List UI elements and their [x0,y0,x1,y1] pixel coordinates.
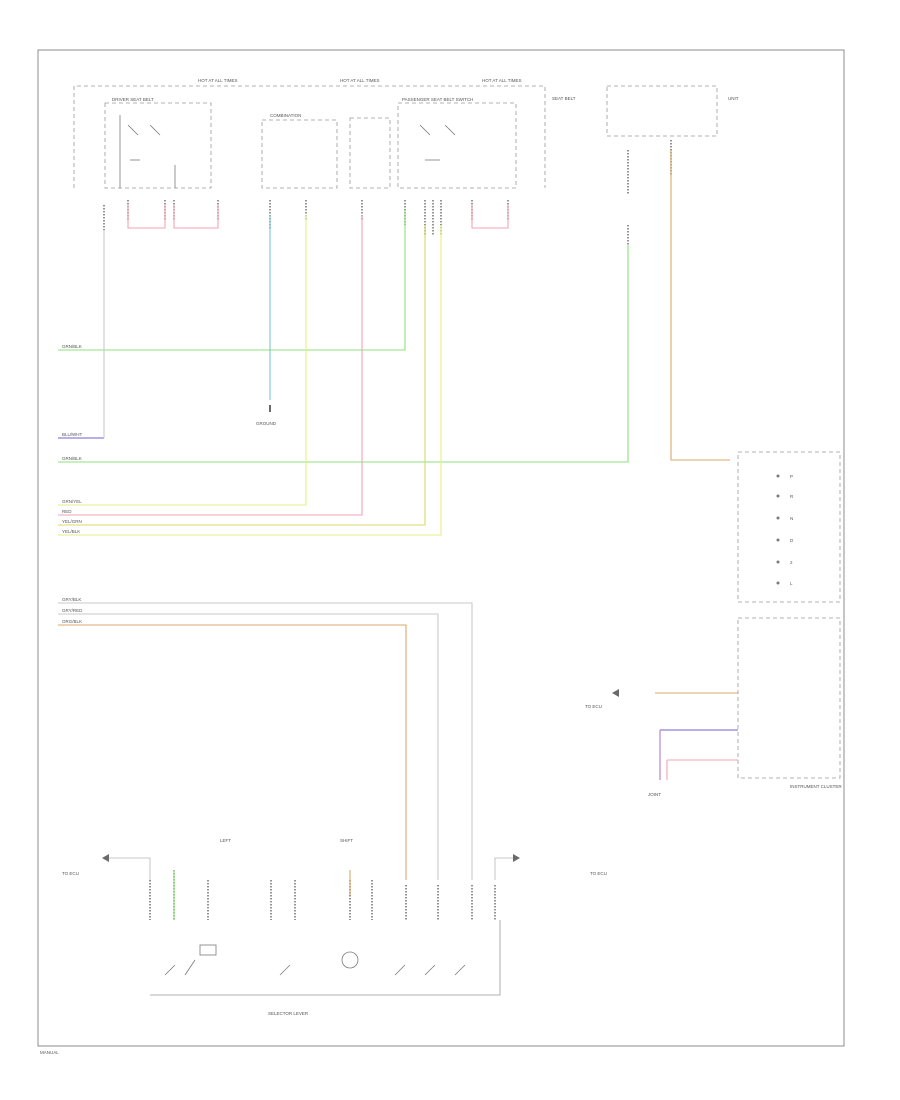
wire-tags-left: GRN/BLK BLU/WHT GRN/BLK GRN/YEL RED YEL/… [62,344,83,534]
wire-yellow-2 [58,225,426,526]
wire-yellow-3 [58,225,442,536]
selector-top-label: LEFT [220,838,231,843]
driver-seatbelt-label: DRIVER SEAT BELT [112,97,154,102]
top-bus-left [73,85,546,188]
bottom-connectors [149,870,496,920]
combination-box [261,119,338,189]
fuse-label-1: HOT AT ALL TIMES [198,78,238,83]
right-top-unit [606,85,718,137]
wire-ref-left [109,857,151,880]
meter-indicators: P R N D 2 L [790,474,794,586]
red-wires-top [127,205,509,229]
wire-green-1 [58,210,406,351]
arrow-icon [102,854,520,862]
wire-orange-meter [670,150,730,461]
ground-label: GROUND [256,421,277,426]
arrow-icon [612,689,619,697]
wire-orange-2 [58,624,407,880]
switch-icon [164,944,466,976]
selector-base [150,920,501,996]
top-connectors [103,140,672,245]
svg-text:GRY/RED: GRY/RED [62,608,83,613]
combination-label: COMBINATION [270,113,301,118]
bottom-right-ref: TO ECU [590,871,607,876]
svg-text:GRY/BLK: GRY/BLK [62,597,81,602]
footer-text: MANUAL [40,1050,59,1055]
wire-red-main [58,215,363,516]
fuse-label-2: HOT AT ALL TIMES [340,78,380,83]
seatbelt-note: SEAT BELT [552,96,576,101]
passenger-seatbelt-box [397,102,517,189]
svg-text:ORG/BLK: ORG/BLK [62,619,82,624]
meter-ref-1: TO ECU [585,704,602,709]
wire-yellow-1 [58,215,307,506]
meter-label: INSTRUMENT CLUSTER [790,784,842,789]
selector-mid-label: SHIFT [340,838,353,843]
svg-text:GRN/BLK: GRN/BLK [62,344,82,349]
switch-icon [119,115,176,188]
wire-gray-1 [58,602,473,880]
svg-text:BLU/WHT: BLU/WHT [62,432,83,437]
wire-tags-middle: GRY/BLK GRY/RED ORG/BLK [62,597,83,624]
svg-text:D: D [790,538,794,543]
driver-seatbelt-box [104,102,212,189]
svg-text:L: L [790,581,793,586]
meter-box-lower [737,617,841,779]
wire-green-2 [58,245,629,463]
fuse-label-3: HOT AT ALL TIMES [482,78,522,83]
right-top-unit-text: UNIT [728,96,739,101]
meter-ref-2: JOINT [648,792,661,797]
center-block [349,117,391,189]
selector-label: SELECTOR LEVER [268,1011,309,1016]
svg-text:GRN/YEL: GRN/YEL [62,499,82,504]
bottom-left-ref: TO ECU [62,871,79,876]
switch-icon [419,124,456,161]
meter-leds [776,474,780,585]
svg-text:R: R [790,494,794,499]
meter-box [737,451,841,603]
passenger-seatbelt-label: PASSENGER SEAT BELT SWITCH [402,97,473,102]
diagram-border [37,49,845,1047]
svg-text:RED: RED [62,509,72,514]
svg-text:2: 2 [790,560,793,565]
svg-text:YEL/GRN: YEL/GRN [62,519,82,524]
svg-text:P: P [790,474,793,479]
svg-text:YEL/BLK: YEL/BLK [62,529,80,534]
svg-text:GRN/BLK: GRN/BLK [62,456,82,461]
svg-text:N: N [790,516,793,521]
wire-ref-right [494,857,513,880]
wire-gray-2 [58,613,439,880]
